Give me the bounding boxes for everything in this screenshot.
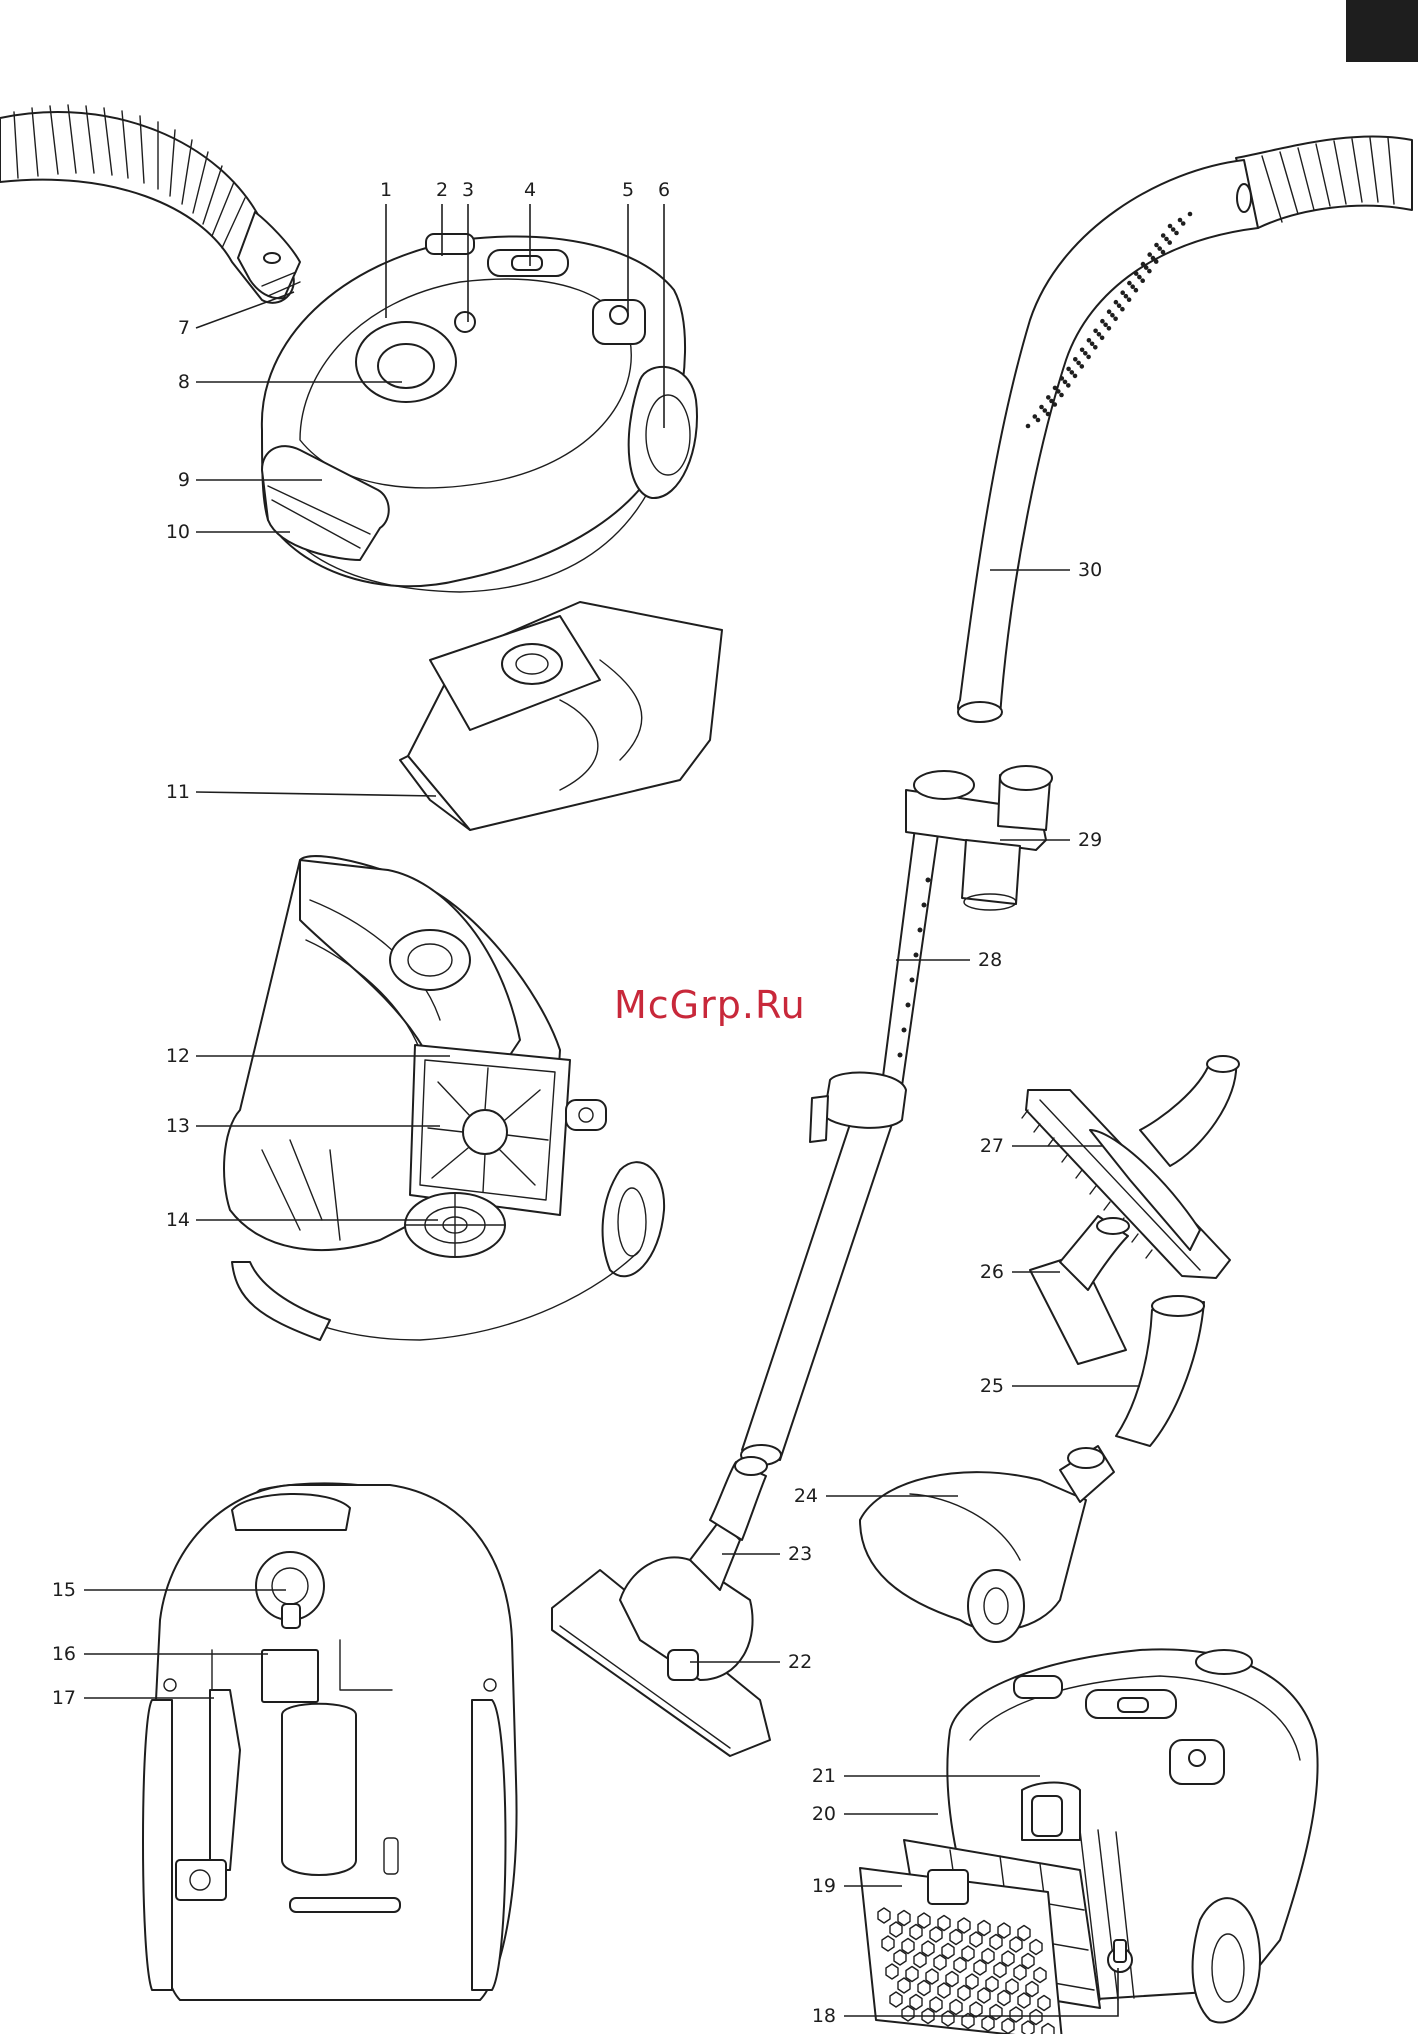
label-26: 26: [980, 1261, 1004, 1283]
label-10: 10: [166, 521, 190, 543]
label-18: 18: [812, 2005, 836, 2027]
label-17: 17: [52, 1687, 76, 1709]
label-14: 14: [166, 1209, 190, 1231]
corner-tab: [1346, 0, 1418, 62]
label-5: 5: [622, 179, 634, 201]
cleaner-rear-view: [860, 1649, 1318, 2034]
label-25: 25: [980, 1375, 1004, 1397]
label-12: 12: [166, 1045, 190, 1067]
label-3: 3: [462, 179, 474, 201]
cleaner-open-view: [224, 856, 664, 1340]
handle-grip-illustration: [958, 136, 1412, 722]
turbo-brush-illustration: [860, 1446, 1114, 1642]
label-13: 13: [166, 1115, 190, 1137]
floor-nozzle-illustration: [552, 1457, 770, 1756]
label-24: 24: [794, 1485, 818, 1507]
label-9: 9: [178, 469, 190, 491]
dust-bag-illustration: [400, 602, 722, 830]
label-8: 8: [178, 371, 190, 393]
label-4: 4: [524, 179, 536, 201]
telescopic-tube-illustration: [741, 766, 1052, 1465]
label-7: 7: [178, 317, 190, 339]
label-6: 6: [658, 179, 670, 201]
label-30: 30: [1078, 559, 1102, 581]
label-1: 1: [380, 179, 392, 201]
label-28: 28: [978, 949, 1002, 971]
cleaner-top-view: [262, 234, 697, 592]
hose-illustration: [0, 105, 300, 303]
label-22: 22: [788, 1651, 812, 1673]
label-23: 23: [788, 1543, 812, 1565]
label-27: 27: [980, 1135, 1004, 1157]
label-19: 19: [812, 1875, 836, 1897]
cleaner-bottom-view: [143, 1483, 517, 2000]
hard-floor-nozzle-illustration: [1022, 1056, 1239, 1278]
label-15: 15: [52, 1579, 76, 1601]
label-20: 20: [812, 1803, 836, 1825]
label-11: 11: [166, 781, 190, 803]
watermark-text: McGrp.Ru: [614, 983, 806, 1027]
label-21: 21: [812, 1765, 836, 1787]
label-29: 29: [1078, 829, 1102, 851]
label-16: 16: [52, 1643, 76, 1665]
label-2: 2: [436, 179, 448, 201]
